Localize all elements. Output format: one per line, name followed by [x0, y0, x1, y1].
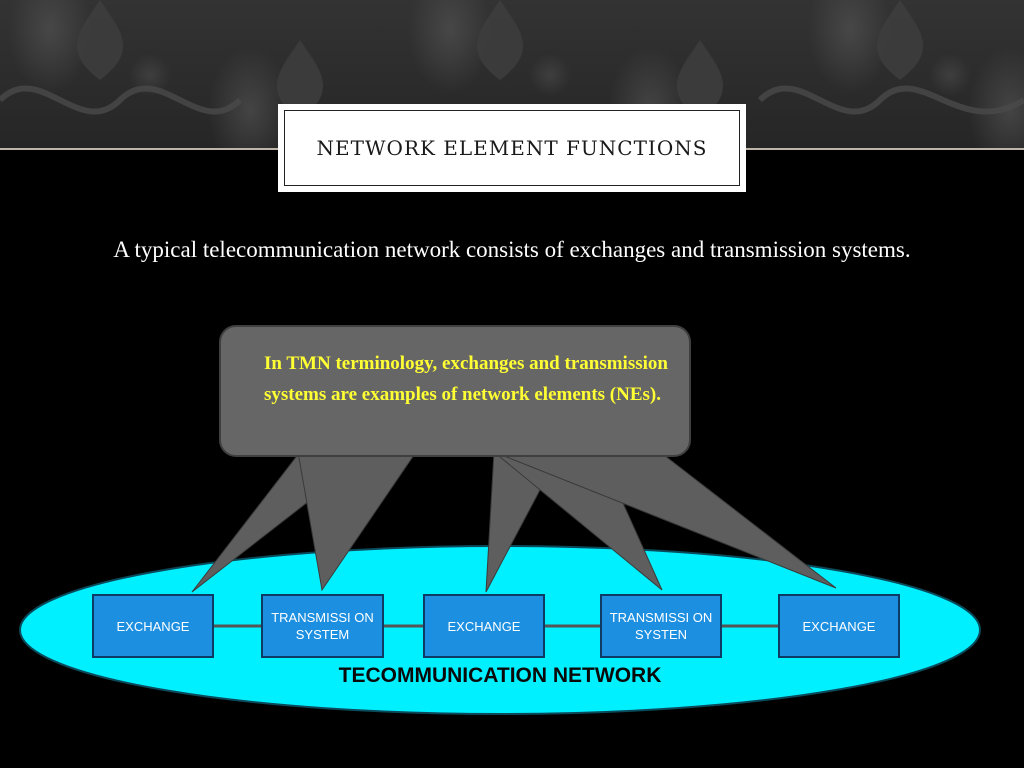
- ne-label: EXCHANGE: [447, 618, 521, 634]
- callout-bubble: [219, 325, 691, 457]
- damask-header-band: [0, 0, 1024, 148]
- ne-label: TRANSMISSI ON SYSTEN: [609, 610, 713, 642]
- network-label: TECOMMUNICATION NETWORK: [338, 664, 662, 687]
- damask-pattern: [0, 0, 1024, 120]
- transmission-system-box-1: TRANSMISSI ON SYSTEM: [261, 594, 384, 658]
- title-inner-frame: NETWORK ELEMENT FUNCTIONS: [284, 110, 740, 186]
- title-frame: NETWORK ELEMENT FUNCTIONS: [278, 104, 746, 192]
- ne-label: EXCHANGE: [116, 618, 190, 634]
- body-text: A typical telecommunication network cons…: [113, 237, 911, 262]
- ne-label: TRANSMISSI ON SYSTEM: [271, 610, 374, 642]
- ne-label: EXCHANGE: [802, 618, 876, 634]
- callout-text: In TMN terminology, exchanges and transm…: [264, 353, 668, 405]
- slide-title: NETWORK ELEMENT FUNCTIONS: [316, 136, 708, 160]
- exchange-box-3: EXCHANGE: [778, 594, 900, 658]
- exchange-box-1: EXCHANGE: [92, 594, 214, 658]
- exchange-box-2: EXCHANGE: [423, 594, 545, 658]
- transmission-system-box-2: TRANSMISSI ON SYSTEN: [600, 594, 722, 658]
